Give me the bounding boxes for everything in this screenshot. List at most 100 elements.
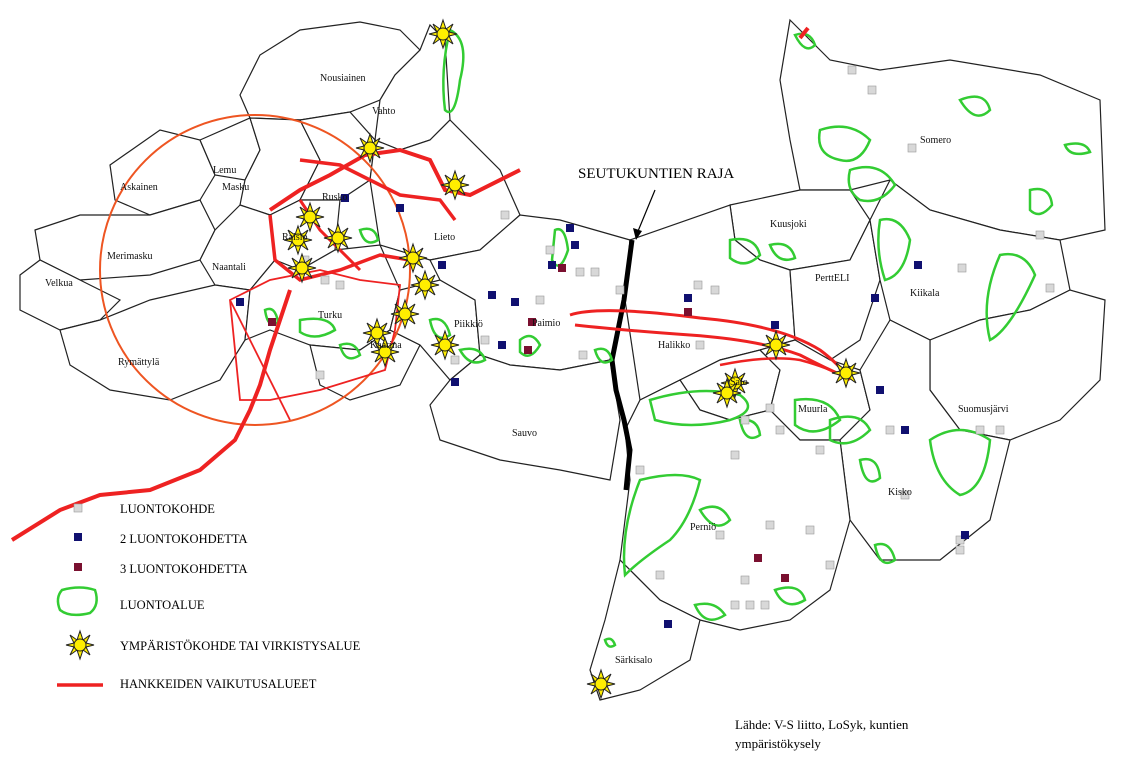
municipality-sarkisalo xyxy=(589,558,701,701)
label-masku: Masku xyxy=(222,182,249,193)
impact-circle xyxy=(99,114,411,426)
nature-area xyxy=(338,342,362,360)
label-sarkisalo: Särkisalo xyxy=(615,655,652,666)
legend: LUONTOKOHDE 2 LUONTOKOHDETTA 3 LUONTOKOH… xyxy=(56,502,361,691)
label-kisko: Kisko xyxy=(888,487,912,498)
nature-area xyxy=(442,28,465,114)
nature-area xyxy=(648,389,750,427)
three-sites-marker xyxy=(684,308,692,316)
legend-label: 2 LUONTOKOHDETTA xyxy=(120,532,248,546)
nature-area xyxy=(458,347,487,364)
single-site-marker xyxy=(995,425,1005,435)
two-sites-marker xyxy=(566,224,574,232)
impact-road xyxy=(10,289,292,542)
legend-label: HANKKEIDEN VAIKUTUSALUEET xyxy=(120,677,317,691)
label-halikko: Halikko xyxy=(658,340,690,351)
single-site-marker xyxy=(957,263,967,273)
single-site-marker xyxy=(693,280,703,290)
maroon-square-icon xyxy=(74,563,82,571)
single-site-marker xyxy=(320,275,330,285)
two-sites-marker xyxy=(664,620,672,628)
single-site-marker xyxy=(867,85,877,95)
nature-area xyxy=(773,586,807,606)
environment-site-marker xyxy=(355,133,385,163)
label-muurla: Muurla xyxy=(798,404,828,415)
two-sites-marker xyxy=(684,294,692,302)
single-site-marker xyxy=(730,600,740,610)
single-site-marker xyxy=(765,520,775,530)
legend-label: YMPÄRISTÖKOHDE TAI VIRKISTYSALUE xyxy=(120,639,361,653)
two-sites-marker xyxy=(771,321,779,329)
label-somero: Somero xyxy=(920,135,951,146)
single-site-marker xyxy=(500,210,510,220)
nature-area xyxy=(847,165,897,203)
label-kuusjoki: Kuusjoki xyxy=(770,219,807,230)
impact-area xyxy=(229,299,291,421)
green-outline-icon xyxy=(56,586,98,617)
label-pertteli: PerttELI xyxy=(815,273,849,284)
sun-icon xyxy=(65,630,95,660)
two-sites-marker xyxy=(498,341,506,349)
single-site-marker xyxy=(335,280,345,290)
environment-site-marker xyxy=(295,202,325,232)
single-site-marker xyxy=(615,285,625,295)
nature-area xyxy=(603,637,617,648)
source-line-2: ympäristökysely xyxy=(735,736,821,751)
single-site-marker xyxy=(955,545,965,555)
label-merimasku: Merimasku xyxy=(107,251,153,262)
label-suomusjarvi: Suomusjärvi xyxy=(958,404,1009,415)
two-sites-marker xyxy=(871,294,879,302)
impact-marker xyxy=(798,26,810,40)
nature-area xyxy=(1028,187,1054,216)
single-site-marker xyxy=(545,245,555,255)
nature-area xyxy=(1063,142,1092,156)
single-site-marker xyxy=(975,425,985,435)
nature-area xyxy=(728,237,762,265)
single-site-marker xyxy=(847,65,857,75)
single-site-marker xyxy=(535,295,545,305)
environment-site-marker xyxy=(390,299,420,329)
legend-label: LUONTOALUE xyxy=(120,598,205,612)
two-sites-marker xyxy=(488,291,496,299)
navy-square-icon xyxy=(74,533,82,541)
legend-item-impact: HANKKEIDEN VAIKUTUSALUEET xyxy=(57,677,317,691)
two-sites-marker xyxy=(571,241,579,249)
nature-area xyxy=(428,317,452,340)
nature-area xyxy=(858,457,882,483)
label-turku: Turku xyxy=(318,310,342,321)
nature-area xyxy=(358,227,380,244)
nature-area xyxy=(958,95,992,117)
nature-area xyxy=(985,252,1037,342)
municipality-labels: Nousiainen Vahto Lemu Askainen Masku Rus… xyxy=(45,73,1009,666)
environment-site-marker xyxy=(430,330,460,360)
three-sites-marker xyxy=(268,318,276,326)
single-site-marker xyxy=(885,425,895,435)
single-site-marker xyxy=(315,370,325,380)
single-site-marker xyxy=(815,445,825,455)
nature-area xyxy=(593,347,614,364)
source-line-1: Lähde: V-S liitto, LoSyk, kuntien xyxy=(735,717,909,732)
environment-site-marker xyxy=(428,19,458,49)
grey-square-icon xyxy=(73,503,83,513)
legend-item-three-sites: 3 LUONTOKOHDETTA xyxy=(74,562,248,576)
two-sites-marker xyxy=(876,386,884,394)
nature-area xyxy=(622,473,702,578)
environment-site-marker xyxy=(586,669,616,699)
municipality-velkua xyxy=(19,259,122,331)
three-sites-marker xyxy=(754,554,762,562)
label-lieto: Lieto xyxy=(434,232,455,243)
nature-area xyxy=(817,125,872,163)
single-site-marker xyxy=(590,267,600,277)
label-kaarina: Kaarina xyxy=(370,340,402,351)
legend-item-nature-area: LUONTOALUE xyxy=(56,586,205,617)
environment-site-marker xyxy=(831,358,861,388)
environment-site-marker xyxy=(398,243,428,273)
single-site-marker xyxy=(635,465,645,475)
label-nousiainen: Nousiainen xyxy=(320,73,366,84)
legend-item-single-site: LUONTOKOHDE xyxy=(73,502,215,516)
label-rusko: Rusko xyxy=(322,192,348,203)
nature-area xyxy=(768,242,797,262)
legend-item-environment: YMPÄRISTÖKOHDE TAI VIRKISTYSALUE xyxy=(65,630,361,660)
two-sites-marker xyxy=(511,298,519,306)
